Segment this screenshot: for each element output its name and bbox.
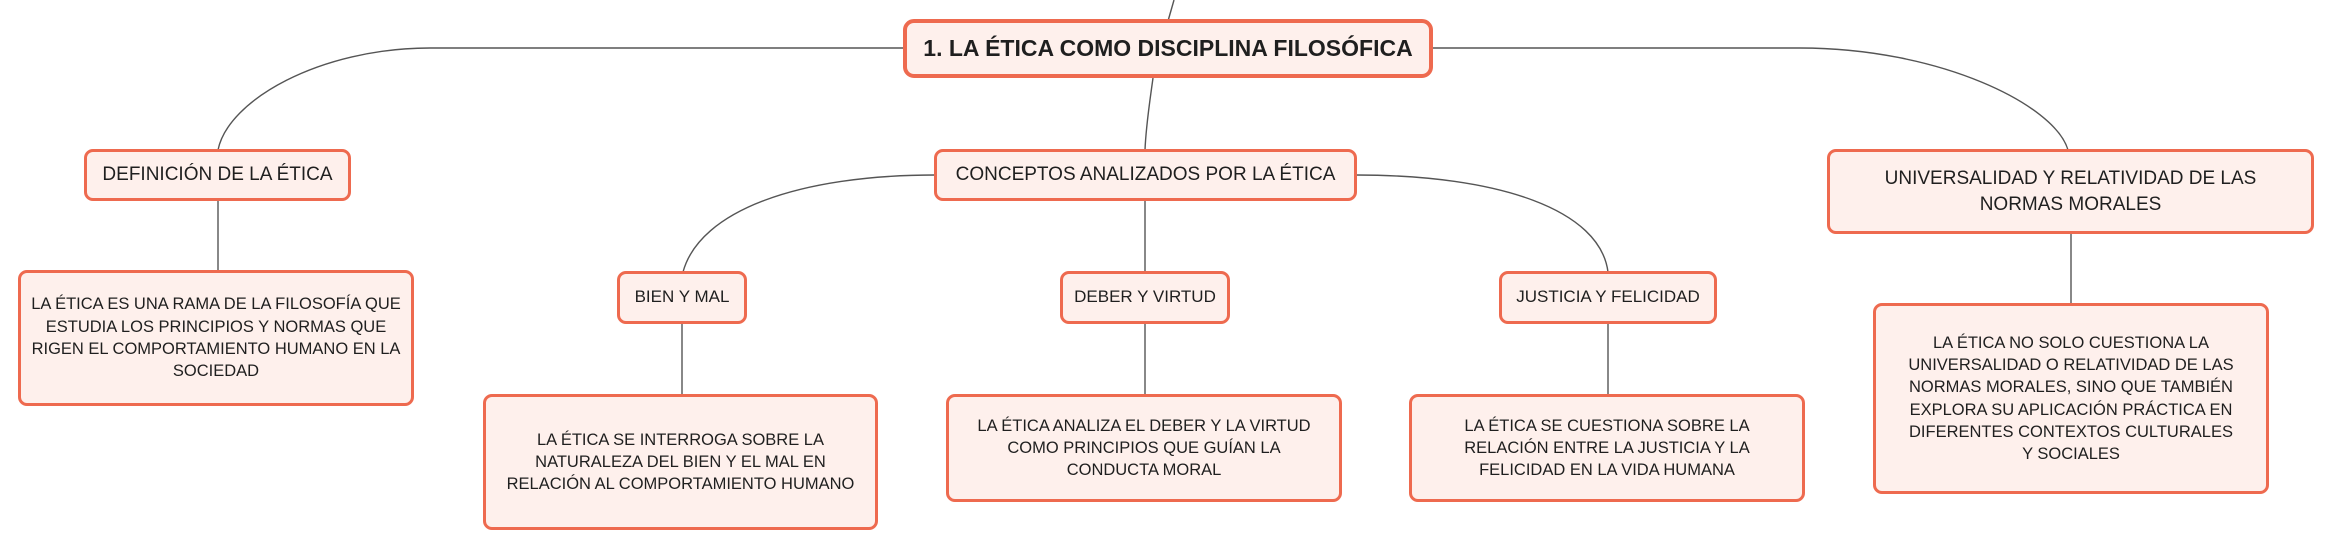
bien-mal-detail-text: LA ÉTICA SE INTERROGA SOBRE LA NATURALEZ… (506, 430, 855, 494)
branch-conceptos-node[interactable]: CONCEPTOS ANALIZADOS POR LA ÉTICA (934, 149, 1357, 201)
definicion-detail-text: LA ÉTICA ES UNA RAMA DE LA FILOSOFÍA QUE… (31, 295, 401, 381)
deber-virtud-detail-node[interactable]: LA ÉTICA ANALIZA EL DEBER Y LA VIRTUD CO… (946, 394, 1342, 502)
subtopic-bien-mal-node[interactable]: BIEN Y MAL (617, 271, 747, 324)
branch-definicion-label: DEFINICIÓN DE LA ÉTICA (102, 164, 333, 186)
connector-root-conceptos (1144, 77, 1154, 151)
root-topic-node[interactable]: 1. LA ÉTICA COMO DISCIPLINA FILOSÓFICA (903, 19, 1433, 78)
subtopic-deber-virtud-label: DEBER Y VIRTUD (1074, 287, 1216, 307)
connector-root-definicion (217, 47, 906, 151)
subtopic-deber-virtud-node[interactable]: DEBER Y VIRTUD (1060, 271, 1230, 324)
justicia-felicidad-detail-text: LA ÉTICA SE CUESTIONA SOBRE LA RELACIÓN … (1464, 416, 1750, 480)
deber-virtud-detail-text: LA ÉTICA ANALIZA EL DEBER Y LA VIRTUD CO… (977, 416, 1311, 480)
definicion-detail-node[interactable]: LA ÉTICA ES UNA RAMA DE LA FILOSOFÍA QUE… (18, 270, 414, 406)
branch-definicion-node[interactable]: DEFINICIÓN DE LA ÉTICA (84, 149, 351, 201)
subtopic-justicia-felicidad-label: JUSTICIA Y FELICIDAD (1516, 287, 1700, 307)
justicia-felicidad-detail-node[interactable]: LA ÉTICA SE CUESTIONA SOBRE LA RELACIÓN … (1409, 394, 1805, 502)
subtopic-justicia-felicidad-node[interactable]: JUSTICIA Y FELICIDAD (1499, 271, 1717, 324)
branch-conceptos-label: CONCEPTOS ANALIZADOS POR LA ÉTICA (955, 164, 1336, 186)
connector-root-parent (1167, 0, 1175, 22)
root-topic-label: 1. LA ÉTICA COMO DISCIPLINA FILOSÓFICA (923, 34, 1413, 61)
bien-mal-detail-node[interactable]: LA ÉTICA SE INTERROGA SOBRE LA NATURALEZ… (483, 394, 878, 530)
subtopic-bien-mal-label: BIEN Y MAL (634, 287, 730, 307)
branch-universalidad-label: UNIVERSALIDAD Y RELATIVIDAD DE LAS NORMA… (1884, 167, 2257, 215)
connector-conceptos-bienmal (682, 174, 936, 273)
branch-universalidad-node[interactable]: UNIVERSALIDAD Y RELATIVIDAD DE LAS NORMA… (1827, 149, 2314, 234)
universalidad-detail-node[interactable]: LA ÉTICA NO SOLO CUESTIONA LA UNIVERSALI… (1873, 303, 2269, 494)
connector-conceptos-justicia (1355, 174, 1609, 273)
connector-root-universalidad (1432, 47, 2069, 151)
universalidad-detail-text: LA ÉTICA NO SOLO CUESTIONA LA UNIVERSALI… (1908, 333, 2234, 464)
